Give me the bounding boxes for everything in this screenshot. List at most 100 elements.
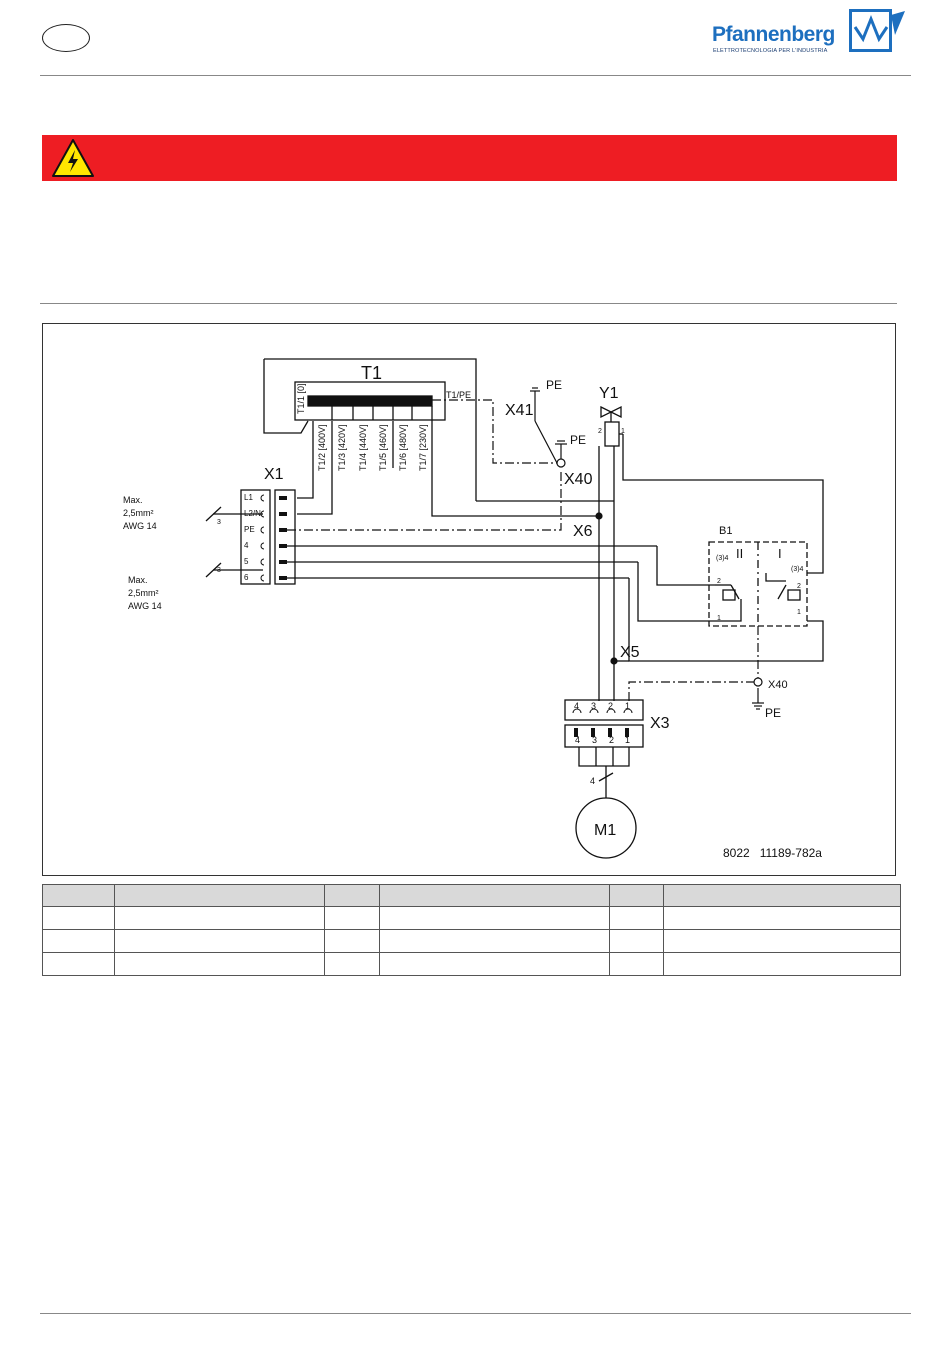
transformer-enclosure	[264, 358, 477, 501]
t1-tap-230v: T1/7 [230V]	[418, 424, 428, 471]
table-cell	[378, 952, 611, 976]
x3-connector-upper	[564, 699, 644, 721]
x6-label: X6	[573, 523, 593, 540]
x40-label: X40	[564, 471, 593, 488]
table-cell	[323, 952, 380, 976]
x3-upper-pin-2: 2	[608, 701, 613, 711]
table-cell	[378, 929, 611, 953]
x1-terminal-5: 5	[244, 557, 249, 566]
b1-stage2-sensor	[722, 589, 736, 601]
b1-right-pin-1: 1	[797, 609, 801, 616]
wiring-diagram: T1 T1/1 [0] T1/PE T1/2 [400V] T1/3 [420V…	[123, 358, 824, 860]
legend-header-cell	[323, 884, 380, 907]
b1-stage-2: II	[736, 546, 743, 561]
table-cell	[42, 929, 115, 953]
section-divider	[40, 303, 897, 304]
b1-label: B1	[719, 525, 732, 537]
m1-motor-symbol	[575, 797, 637, 859]
brand-logo: Pfannenberg ELETTROTECNOLOGIA PER L'INDU…	[712, 9, 912, 57]
x5-node	[610, 657, 618, 665]
b1-stage-1: I	[778, 546, 782, 561]
y1-pin-2: 2	[598, 428, 602, 435]
x1-terminal-6: 6	[244, 573, 249, 582]
legend-header-cell	[663, 884, 901, 907]
t1-tap-480v: T1/6 [480V]	[398, 424, 408, 471]
legend-header-row	[42, 884, 901, 907]
high-voltage-warning-icon	[52, 139, 94, 177]
brand-tagline: ELETTROTECNOLOGIA PER L'INDUSTRIA	[713, 48, 828, 54]
table-cell	[378, 906, 611, 930]
t1-tap-460v: T1/5 [460V]	[378, 424, 388, 471]
table-cell	[609, 906, 665, 930]
table-cell	[113, 929, 325, 953]
pe-wire-x40-bottom	[628, 681, 758, 701]
cable-note-1-line-2: 2,5mm²	[123, 508, 154, 518]
table-cell	[113, 952, 325, 976]
cable-note-2-line-2: 2,5mm²	[128, 588, 159, 598]
pe-label-top: PE	[546, 378, 562, 392]
table-cell	[42, 952, 115, 976]
table-cell	[42, 906, 115, 930]
cable-note-2-count: 3	[217, 567, 221, 574]
transformer-core	[307, 395, 433, 407]
x3-connector-lower	[564, 724, 644, 748]
pe-bottom-label: PE	[765, 706, 781, 720]
x40-bottom-label: X40	[768, 679, 788, 691]
legend-header-cell	[609, 884, 665, 907]
table-cell	[323, 906, 380, 930]
b1-left-pin-2: 2	[717, 578, 721, 585]
table-row	[42, 952, 901, 976]
motor-cable-count: 4	[590, 776, 595, 786]
table-cell	[663, 929, 901, 953]
wiring-diagram-frame: T1 T1/1 [0] T1/PE T1/2 [400V] T1/3 [420V…	[42, 323, 896, 876]
pe-wire-x41	[432, 399, 557, 464]
table-row	[42, 929, 901, 953]
x6-node	[595, 512, 603, 520]
language-badge	[42, 24, 90, 52]
x3-lower-pin-1: 1	[625, 735, 630, 745]
x3-lower-pin-4: 4	[575, 735, 580, 745]
x1-terminal-4: 4	[244, 541, 249, 550]
transformer-body	[294, 381, 446, 421]
cable-note-2-line-3: AWG 14	[128, 601, 162, 611]
x41-label: X41	[505, 402, 534, 419]
m1-label: M1	[594, 822, 616, 839]
t1-tap-400v: T1/2 [400V]	[317, 424, 327, 471]
y1-valve-coil	[604, 421, 620, 447]
b1-right-pin-top: (3)4	[791, 566, 804, 573]
x3-lower-pin-2: 2	[609, 735, 614, 745]
table-cell	[663, 906, 901, 930]
x1-terminal-rail	[274, 489, 296, 585]
y1-valve-symbol	[600, 405, 622, 419]
x40-bottom-junction	[753, 677, 763, 687]
x3-label: X3	[650, 715, 670, 732]
pe-wire-x1	[287, 469, 562, 531]
x3-upper-pin-3: 3	[591, 701, 596, 711]
table-cell	[323, 929, 380, 953]
cable-note-1-count: 3	[217, 519, 221, 526]
brand-mark-icon	[849, 9, 905, 52]
cable-note-1-line-3: AWG 14	[123, 521, 157, 531]
brand-name: Pfannenberg	[712, 23, 835, 46]
x1-terminal-pe: PE	[244, 525, 255, 534]
table-cell	[113, 906, 325, 930]
x3-lower-pin-3: 3	[592, 735, 597, 745]
b1-right-pin-2: 2	[797, 583, 801, 590]
table-cell	[663, 952, 901, 976]
warning-banner	[42, 135, 897, 181]
pe-label-mid: PE	[570, 433, 586, 447]
footer-divider	[40, 1313, 911, 1314]
x3-upper-pin-4: 4	[574, 701, 579, 711]
b1-left-pin-top: (3)4	[716, 555, 729, 562]
t1-pe-tap: T1/PE	[446, 390, 471, 400]
cable-note-1-line-1: Max.	[123, 495, 143, 505]
y1-pin-1: 1	[621, 428, 625, 435]
t1-label: T1	[361, 363, 382, 383]
x1-terminal-l2n: L2/N	[244, 509, 261, 518]
legend-header-cell	[113, 884, 325, 907]
x1-terminal-labels	[240, 489, 271, 585]
x1-label: X1	[264, 466, 284, 483]
t1-tap-440v: T1/4 [440V]	[358, 424, 368, 471]
legend-header-cell	[42, 884, 115, 907]
x3-upper-pin-1: 1	[625, 701, 630, 711]
